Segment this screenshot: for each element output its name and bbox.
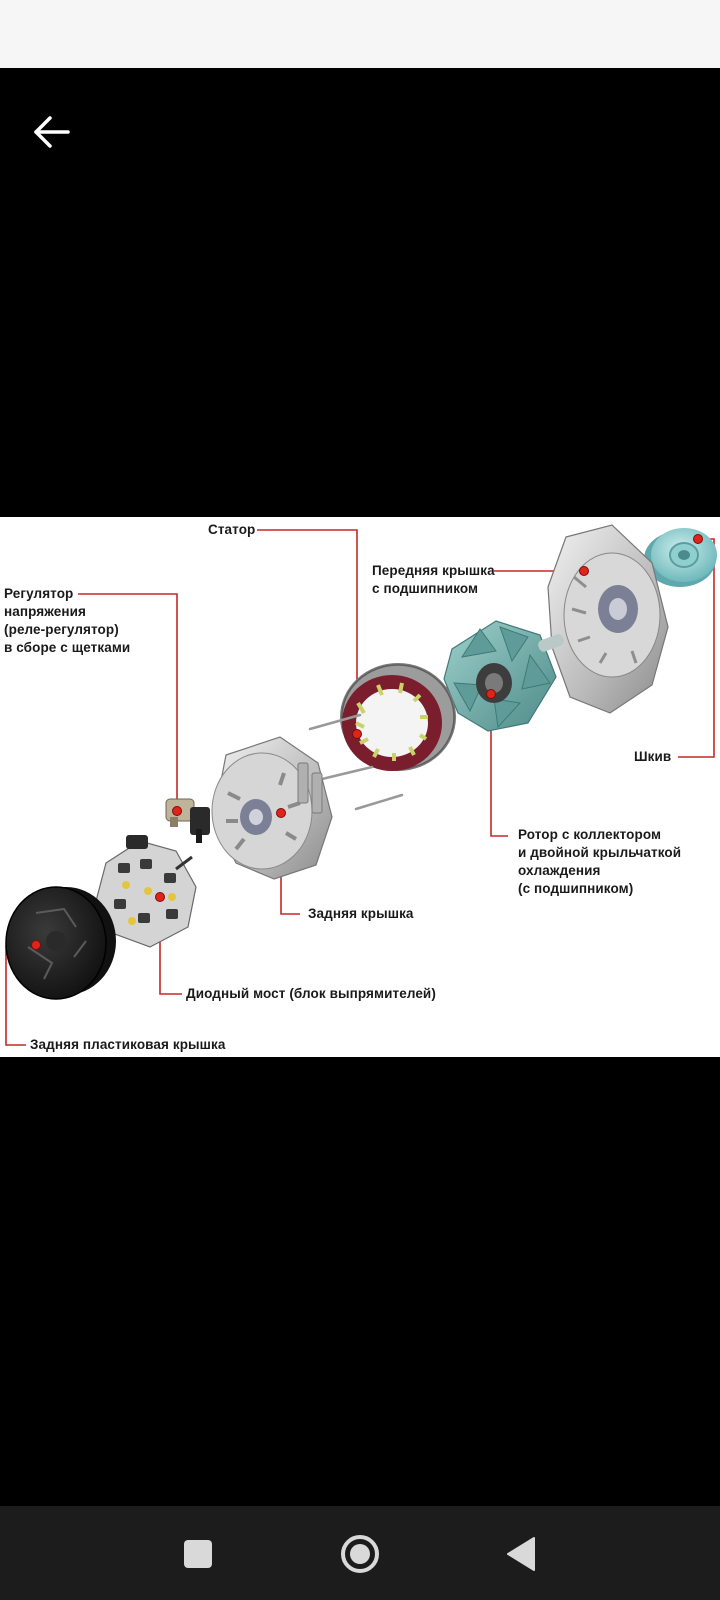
alternator-exploded-diagram[interactable]: Статор Регулятор напряжения (реле-регуля… [0,517,720,1057]
label-front-cover: Передняя крышка с подшипником [372,563,495,596]
back-button[interactable] [22,106,82,158]
rear-plastic-cover-marker [31,940,41,950]
diode-bridge-marker [155,892,165,902]
system-back-button[interactable] [494,1526,550,1582]
diagram-drawing [5,524,717,1046]
pulley-marker [693,534,703,544]
label-diode-bridge: Диодный мост (блок выпрямителей) [186,986,436,1001]
label-rotor: Ротор с коллектором и двойной крыльчатко… [518,827,682,896]
label-rear-plastic-cover: Задняя пластиковая крышка [30,1037,226,1052]
circle-icon [341,1535,379,1573]
stator-part [308,663,456,811]
regulator-part [165,798,210,843]
leader-lines [5,529,715,1046]
recents-button[interactable] [170,1526,226,1582]
label-regulator: Регулятор напряжения (реле-регулятор) в … [4,586,131,655]
image-viewer: Статор Регулятор напряжения (реле-регуля… [0,68,720,1506]
label-stator: Статор [208,522,256,537]
pulley-part [644,528,717,587]
label-rear-cover: Задняя крышка [308,906,414,921]
square-icon [184,1540,212,1568]
front-cover-marker [579,566,589,576]
rotor-marker [486,689,496,699]
rear-cover-part [211,736,333,880]
home-button[interactable] [332,1526,388,1582]
front-cover-part [547,524,669,714]
triangle-left-icon [507,1537,535,1571]
stator-marker [352,729,362,739]
rear-plastic-cover-part [5,886,116,1000]
regulator-marker [172,806,182,816]
rear-cover-marker [276,808,286,818]
arrow-left-icon [34,116,70,148]
navigation-bar [0,1506,720,1600]
callout-markers [31,534,703,950]
status-bar [0,0,720,68]
rotor-part [440,620,564,732]
label-pulley: Шкив [634,749,672,764]
